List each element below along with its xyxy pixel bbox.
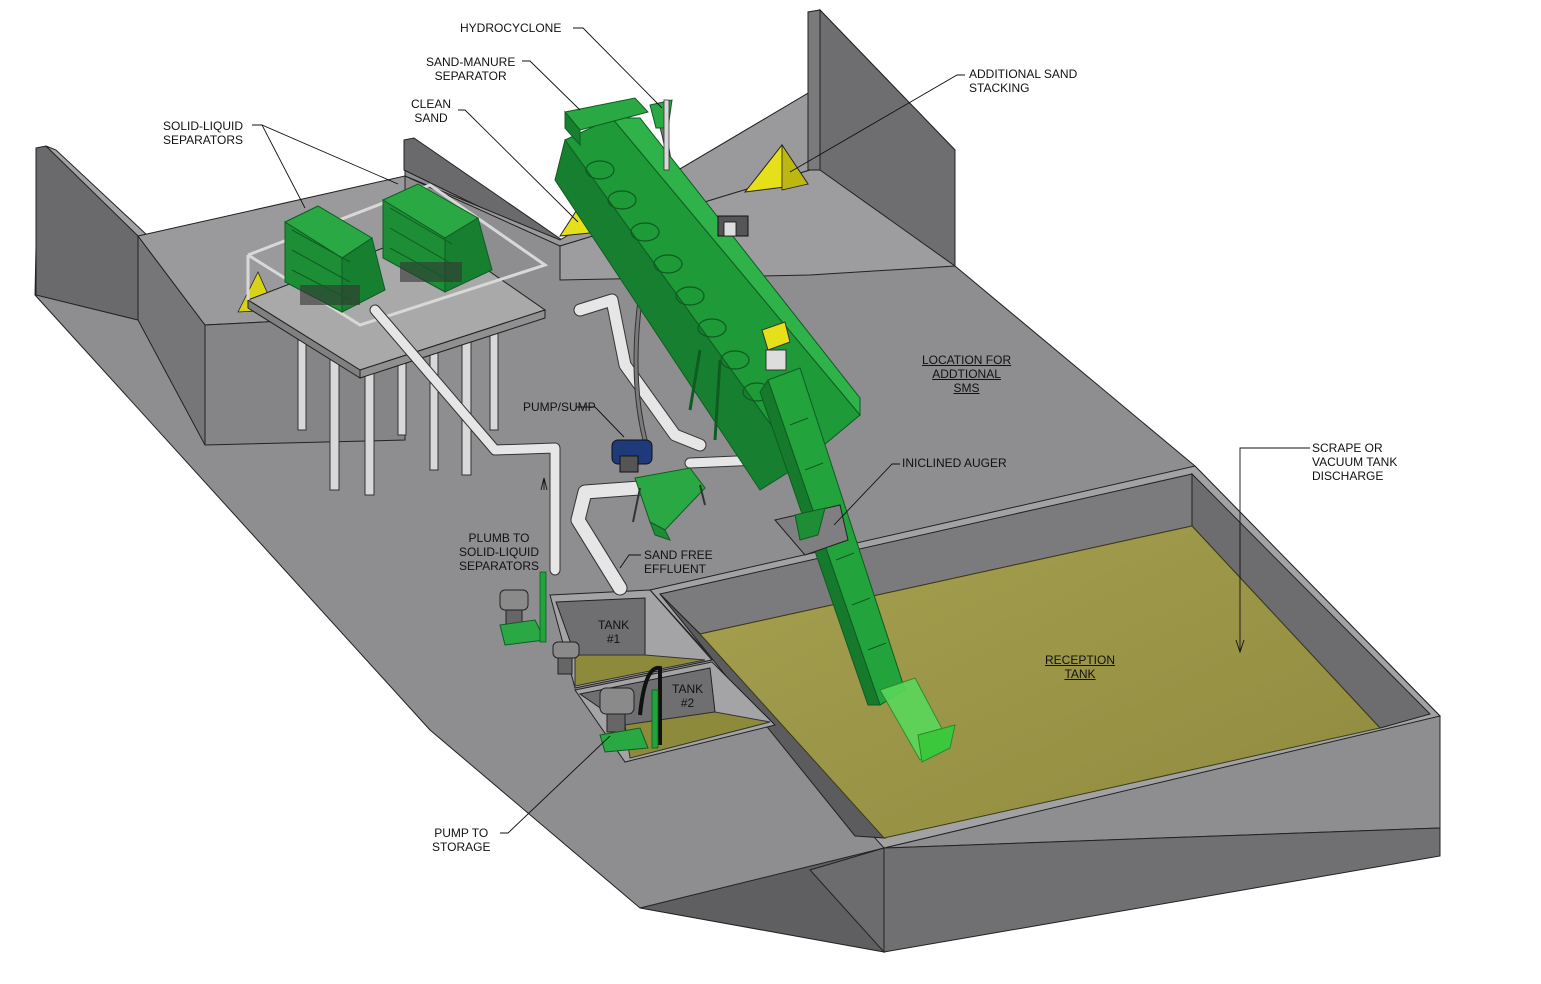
label-pump-sump: PUMP/SUMP bbox=[523, 400, 596, 414]
solid-liquid-separator-2 bbox=[381, 183, 493, 293]
label-tank-2: TANK#2 bbox=[672, 682, 704, 710]
solid-liquid-separator-1 bbox=[283, 205, 386, 313]
tank-1 bbox=[549, 589, 713, 689]
wall-fixture bbox=[717, 215, 749, 237]
reception-tank bbox=[649, 465, 1441, 849]
inclined-auger bbox=[759, 367, 956, 763]
label-tank-1: TANK#1 bbox=[598, 618, 630, 646]
label-inclined-auger: INICLINED AUGER bbox=[902, 456, 1007, 470]
tank-pumps bbox=[499, 571, 662, 753]
leader-lines bbox=[252, 27, 1310, 834]
pump-sump bbox=[611, 439, 706, 541]
label-hydrocyclone: HYDROCYCLONE bbox=[460, 21, 562, 35]
